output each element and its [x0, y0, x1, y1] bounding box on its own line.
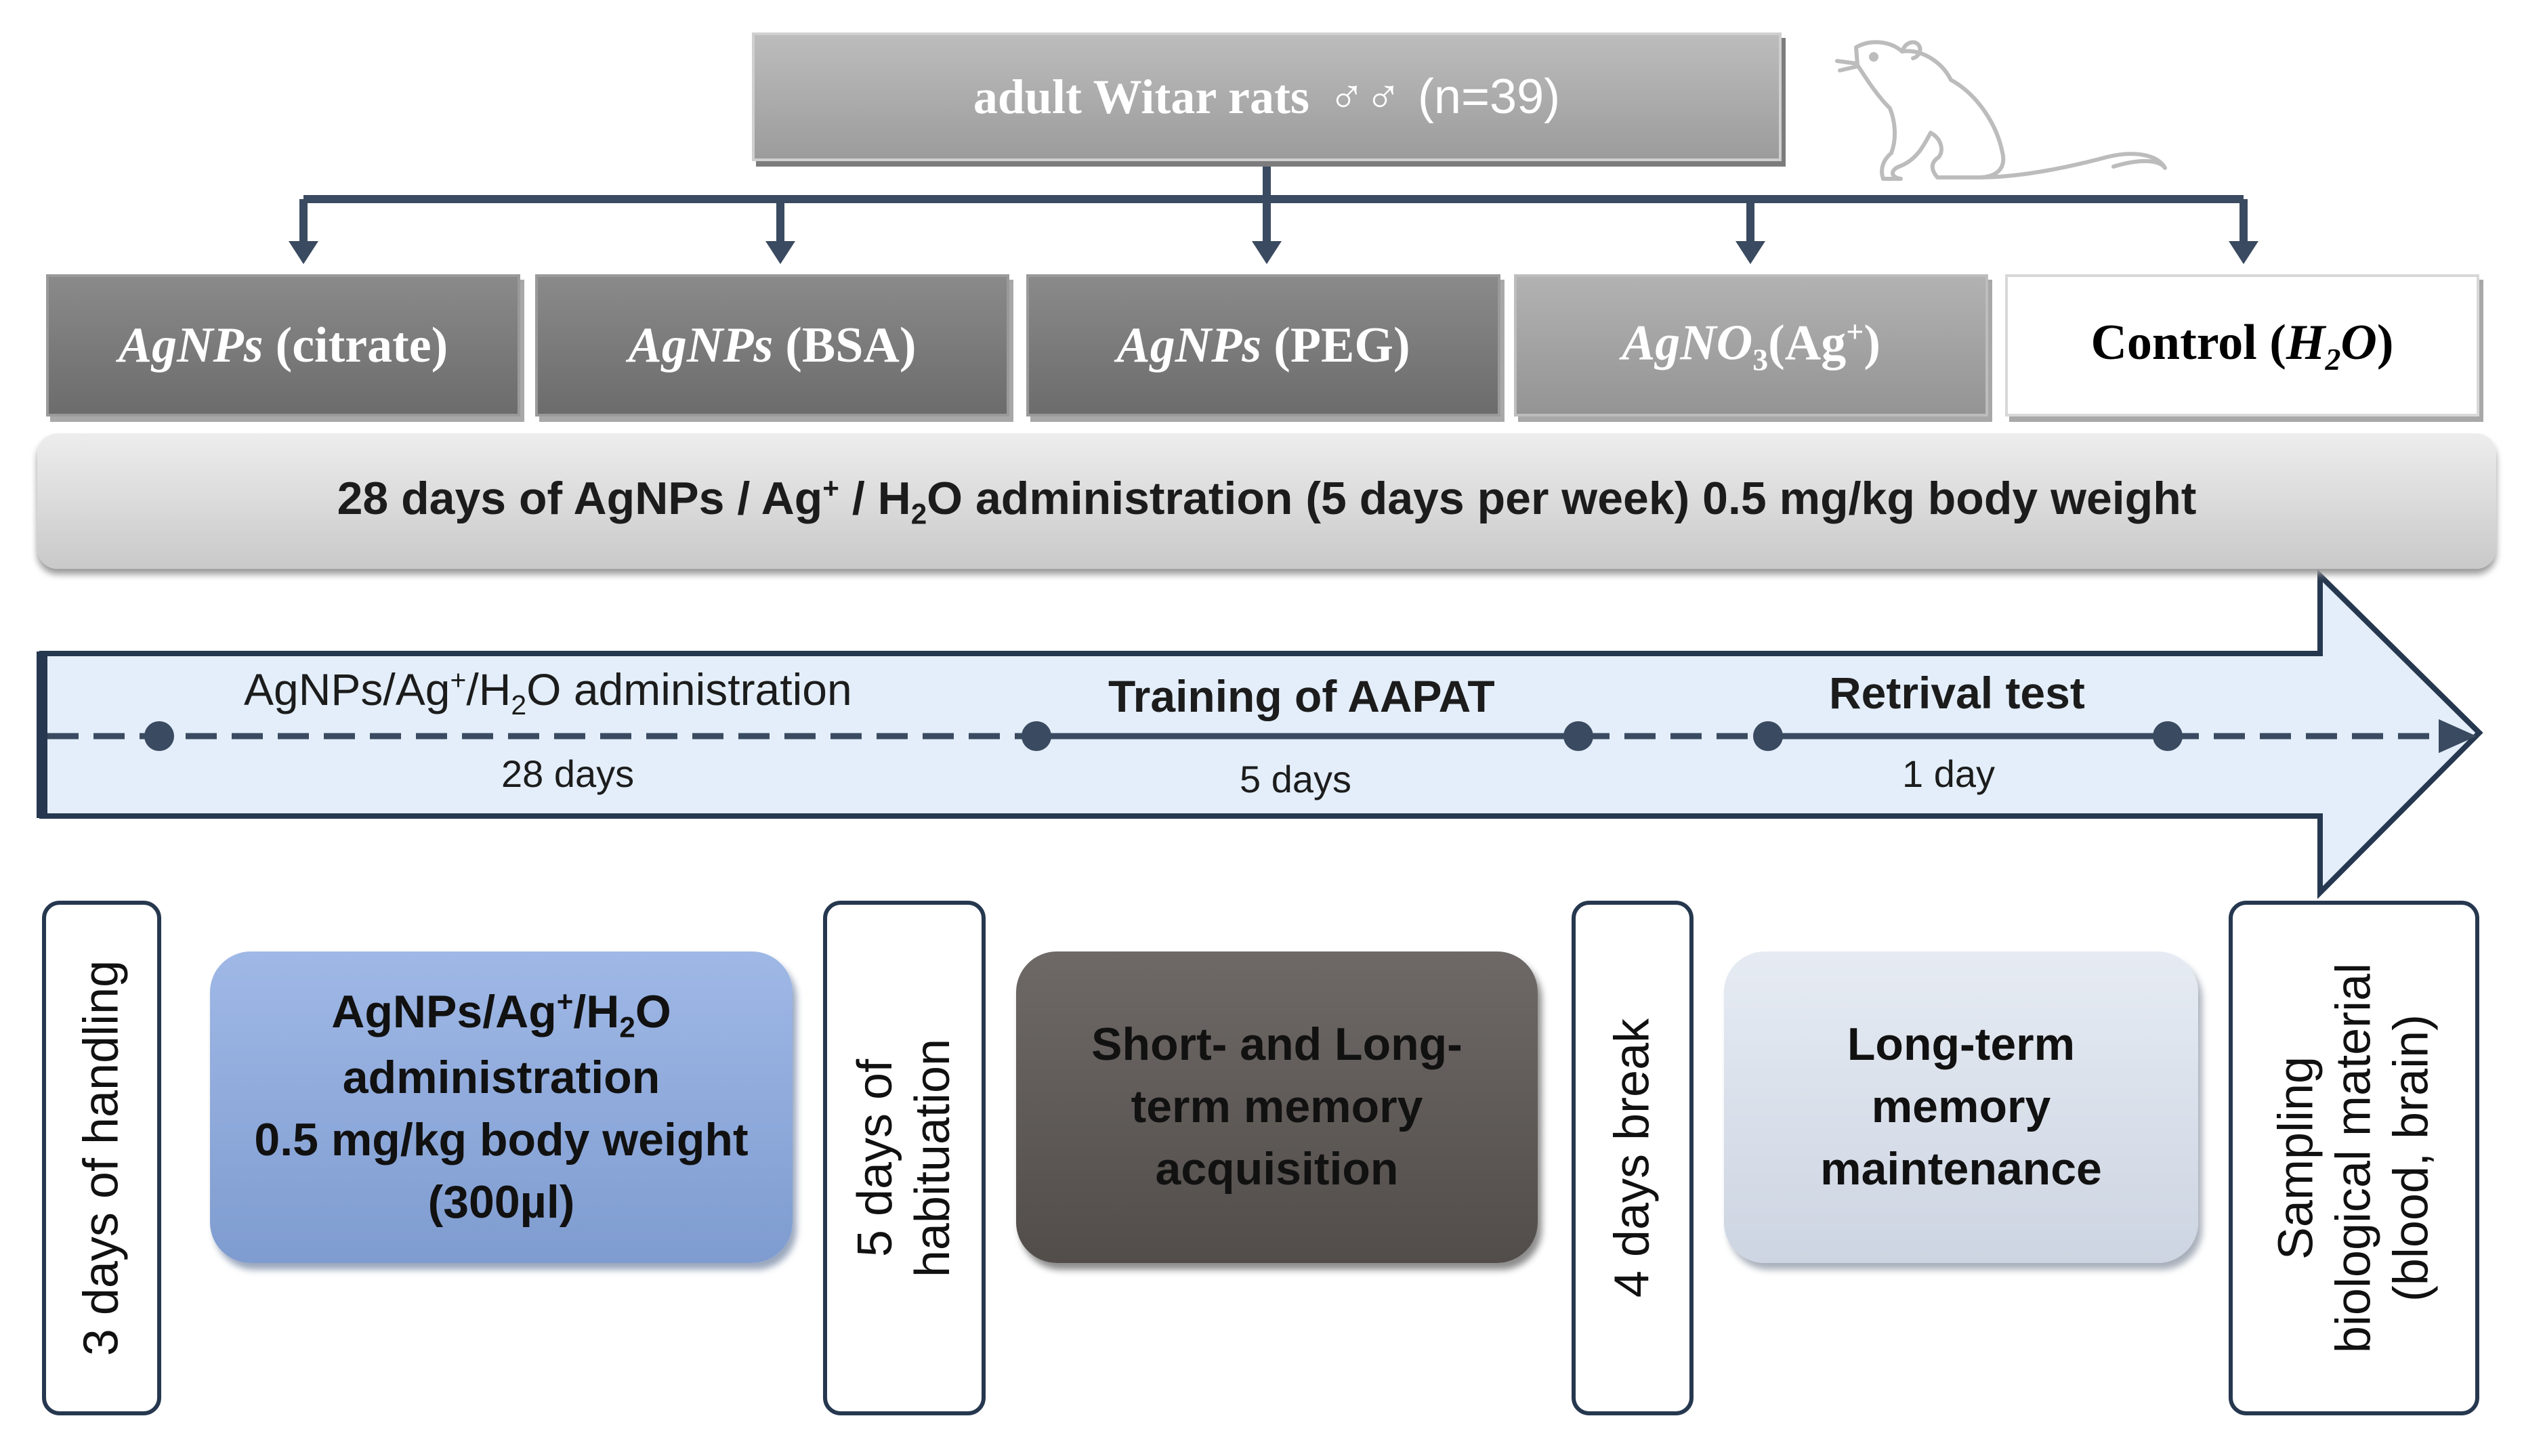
group-label-italic: AgNO — [1621, 315, 1753, 371]
timeline-track-arrowhead — [2439, 719, 2477, 753]
band-sub: 2 — [910, 498, 927, 530]
maintenance-line-3: maintenance — [1820, 1142, 2102, 1195]
group-label-rest: (citrate) — [275, 317, 448, 373]
connector-arrowheads — [289, 241, 2258, 264]
rat-icon — [1835, 40, 2167, 181]
subjects-title: adult Witar rats — [973, 69, 1309, 124]
break-step: 4 days break — [1572, 901, 1694, 1415]
phase1-text-b: /H — [466, 664, 511, 714]
phase-administration-duration: 28 days — [501, 752, 635, 795]
admin-line-1-b: /H — [573, 985, 620, 1037]
group-agnps-citrate: AgNPs(citrate) — [46, 274, 520, 416]
group-label-italic: AgNPs — [628, 317, 774, 373]
maintenance-line-2: memory — [1871, 1081, 2051, 1133]
group-label-rest: (PEG) — [1274, 317, 1410, 373]
arrowhead-peg — [1252, 241, 1282, 264]
phase1-text-a: AgNPs/Ag — [244, 664, 450, 714]
arrowhead-citrate — [289, 241, 318, 264]
habituation-line-1: 5 days of — [848, 1058, 903, 1258]
band-text-b: / H — [839, 472, 911, 524]
maintenance-line-1: Long-term — [1847, 1019, 2076, 1071]
marker-training-start — [1022, 721, 1051, 751]
group-label-end: ) — [1864, 315, 1881, 371]
admin-line-1-a: AgNPs/Ag — [331, 985, 557, 1037]
break-step-text: 4 days break — [1605, 1018, 1660, 1298]
timeline-markers — [144, 721, 2183, 751]
band-sup: + — [822, 472, 839, 505]
arrowhead-bsa — [765, 241, 795, 264]
admin-line-1: AgNPs/Ag+/H2O — [254, 981, 748, 1048]
group-label-italic: H — [2286, 314, 2326, 370]
marker-start — [144, 721, 174, 751]
group-label-italic: AgNPs — [118, 317, 264, 373]
group-label-sub: 2 — [2325, 341, 2341, 377]
acquisition-line-3: acquisition — [1155, 1142, 1399, 1195]
admin-line-1-c: O — [635, 985, 671, 1037]
group-agnps-bsa: AgNPs(BSA) — [535, 274, 1009, 416]
group-label-italic-2: O — [2340, 314, 2377, 370]
sampling-step-text: Sampling biological material (blood, bra… — [2268, 963, 2441, 1353]
sampling-line-2: biological material — [2326, 962, 2381, 1354]
marker-test-start — [1753, 721, 1783, 751]
acquisition-line-2: term memory — [1131, 1081, 1423, 1133]
male-symbols: ♂♂ — [1328, 69, 1402, 124]
handling-step: 3 days of handling — [42, 901, 161, 1415]
habituation-step-text: 5 days of habituation — [847, 1039, 962, 1277]
sampling-line-3: (blood, brain) — [2384, 1014, 2439, 1302]
group-label-sup: + — [1846, 314, 1864, 349]
phase1-sub: 2 — [511, 689, 527, 721]
subjects-box: adult Witar rats ♂♂ (n=39) — [752, 33, 1782, 161]
tree-connectors — [299, 163, 2248, 244]
group-label-sub: 3 — [1752, 342, 1769, 377]
group-agno3: AgNO3(Ag+) — [1514, 274, 1988, 416]
phase-training-duration: 5 days — [1240, 758, 1351, 800]
group-label-rest: (Ag — [1768, 315, 1847, 371]
phase-retrieval-duration: 1 day — [1902, 752, 1995, 795]
admin-line-3: 0.5 mg/kg body weight — [254, 1113, 749, 1165]
habituation-step: 5 days of habituation — [823, 901, 986, 1415]
arrowhead-agno3 — [1736, 241, 1765, 264]
sampling-step: Sampling biological material (blood, bra… — [2229, 901, 2479, 1415]
phase-training-label: Training of AAPAT — [1108, 671, 1495, 721]
sampling-line-1: Sampling — [2269, 1056, 2323, 1260]
acquisition-line-1: Short- and Long- — [1091, 1019, 1463, 1071]
group-label-italic: AgNPs — [1116, 317, 1262, 373]
phase-retrieval-label: Retrival test — [1829, 668, 2085, 718]
administration-band: 28 days of AgNPs / Ag+ / H2O administrat… — [37, 433, 2496, 569]
administration-box: AgNPs/Ag+/H2O administration 0.5 mg/kg b… — [210, 951, 793, 1263]
memory-acquisition-box: Short- and Long- term memory acquisition — [1016, 951, 1538, 1263]
band-text-a: 28 days of AgNPs / Ag — [337, 472, 823, 524]
group-agnps-peg: AgNPs(PEG) — [1026, 274, 1500, 416]
habituation-line-2: habituation — [906, 1038, 960, 1278]
phase-administration-label: AgNPs/Ag+/H2O administration — [244, 664, 852, 721]
phase1-sup: + — [450, 664, 467, 695]
admin-line-4: (300µl) — [427, 1176, 575, 1228]
group-label-pre: Control ( — [2090, 314, 2286, 370]
memory-maintenance-box: Long-term memory maintenance — [1724, 951, 2198, 1263]
phase1-text-c: O administration — [526, 664, 852, 714]
marker-training-end — [1563, 721, 1593, 751]
admin-line-1-sup: + — [556, 985, 574, 1017]
subjects-count: (n=39) — [1417, 70, 1561, 124]
arrowhead-control — [2229, 241, 2258, 264]
admin-line-2: administration — [342, 1052, 660, 1104]
group-label-end: ) — [2376, 314, 2394, 370]
marker-test-end — [2153, 721, 2183, 751]
group-label-rest: (BSA) — [785, 317, 917, 373]
group-control: Control (H2O) — [2005, 274, 2479, 416]
admin-line-1-sub: 2 — [619, 1011, 635, 1044]
handling-step-text: 3 days of handling — [74, 960, 129, 1356]
band-text-c: O administration (5 days per week) 0.5 m… — [927, 472, 2197, 524]
